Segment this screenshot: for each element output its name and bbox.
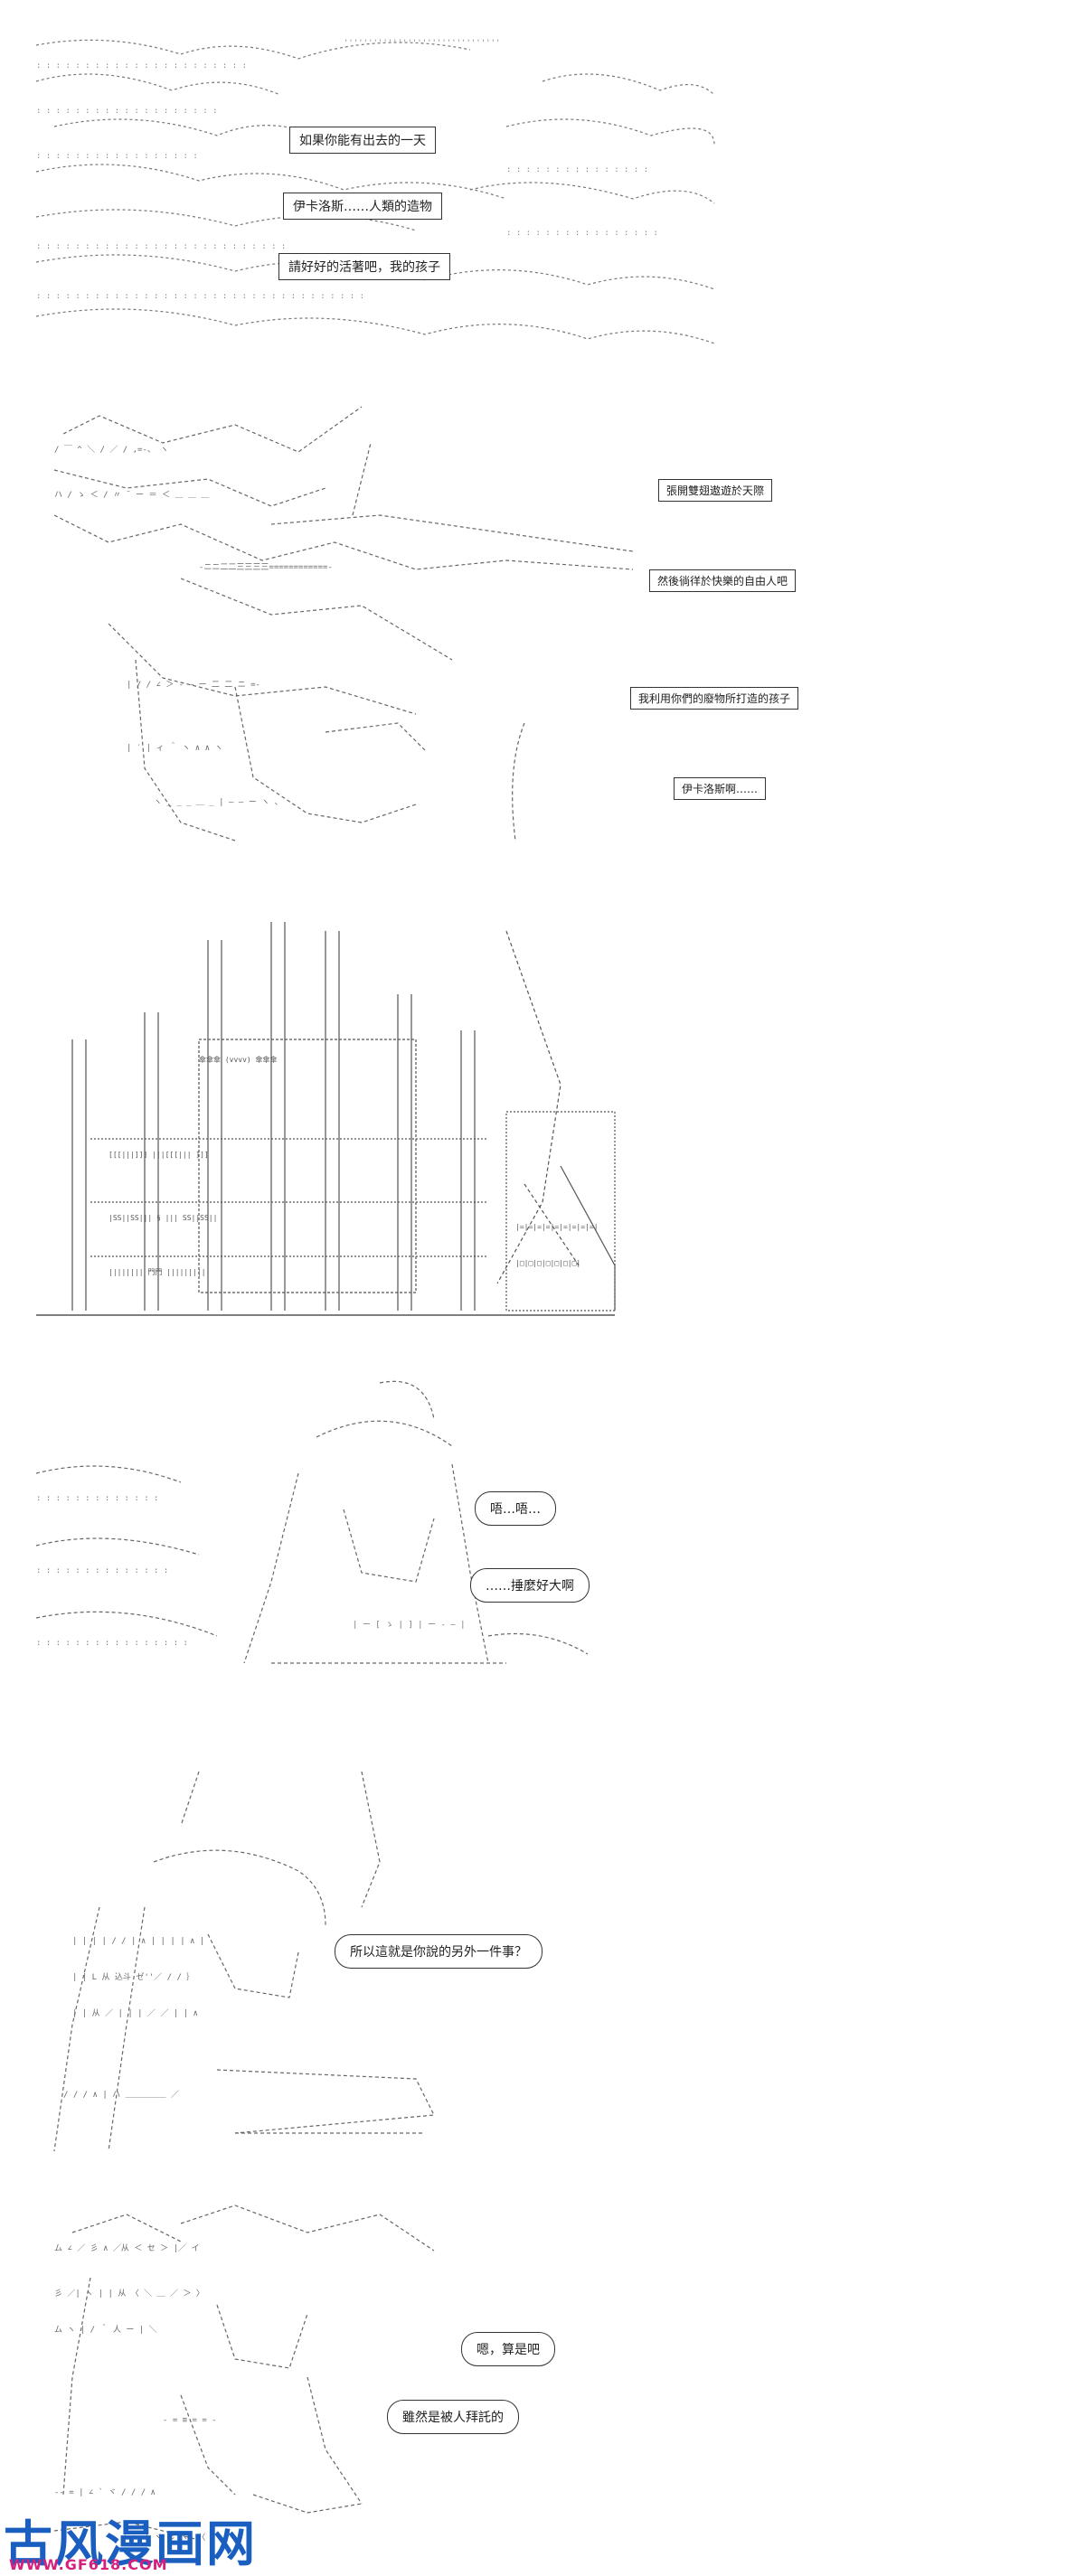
svg-text:|||||||| 門門 |||||||||: |||||||| 門門 ||||||||| [108,1268,206,1276]
caption-5: 然後徜徉於快樂的自由人吧 [649,569,797,592]
svg-text:傘傘傘 (vvvv) 傘傘傘: 傘傘傘 (vvvv) 傘傘傘 [199,1055,278,1064]
svg-text:-ニニ二二三三三三============-: -ニニ二二三三三三============- [199,563,333,572]
panel-2: / ￣ ^ ＼ / ／ / ,=-、 ヽ ハ / ゝ ＜ / 〃 ¨ ー ＝ ＜… [0,389,1085,877]
panel-5: | | | | / / | ∧ | | | | ∧ | | | L 从 込斗 ゼ… [0,1753,1085,2160]
svg-text:ム ∠ ／ 彡 ∧ ／从 ＜ セ ＞ |／ イ: ム ∠ ／ 彡 ∧ ／从 ＜ セ ＞ |／ イ [54,2243,199,2253]
cloud-art: : : : : : : : : : : : : : : : : : : : : … [35,39,715,344]
svg-text:: : : : : : : : : : : : : : :: : : : : : : : : : : : : : : : : : : : [36,107,217,116]
caption-4: 張開雙翅遨遊於天際 [658,479,773,502]
girl-art-2: | | | | / / | ∧ | | | | ∧ | | | L 从 込斗 ゼ… [53,1771,435,2152]
svg-text:| | | | / / | ∧ | | | | ∧ |: | | | | / / | ∧ | | | | ∧ | [72,1937,204,1946]
svg-text:彡 ／| ヽ | | 从 〈 ＼ ＿ ／ ＞ 〉: 彡 ／| ヽ | | 从 〈 ＼ ＿ ／ ＞ 〉 [54,2289,204,2299]
svg-text:| ′ | ィ ＾ ヽ ∧ ∧ ヽ: | ′ | ィ ＾ ヽ ∧ ∧ ヽ [127,741,222,753]
speech-bubble-5: 雖然是被人拜託的 [387,2400,519,2434]
svg-text:|SS||SS||| § ||| SS||SS||: |SS||SS||| § ||| SS||SS|| [108,1214,217,1222]
site-url: WWW.GF618.COM [9,2556,168,2573]
svg-text:: : : : : : : : : : : : :: : : : : : : : : : : : : : [36,1494,158,1503]
panel-3: 傘傘傘 (vvvv) 傘傘傘 [[[|||]]] |||[[[||| ]]] |… [0,904,1085,1329]
svg-text:| | L 从 込斗 ゼ''／ / / ｝: | | L 从 込斗 ゼ''／ / / ｝ [72,1971,194,1982]
svg-text:|□|□|□|□|□|□|□|: |□|□|□|□|□|□|□| [515,1259,580,1267]
speech-bubble-1: 唔…唔… [475,1491,556,1526]
svg-text:: : : : : : : : : : : : : : :: : : : : : : : : : : : : : : : [506,165,648,174]
caption-7: 伊卡洛斯啊…… [674,777,767,800]
svg-text:-- = | ∠ ` ヾ / / / ∧: -- = | ∠ ` ヾ / / / ∧ [54,2487,156,2497]
svg-text:ヽ ∠ ヽ | ヾ 彡 ヽ 〈〈: ヽ ∠ ヽ | ヾ 彡 ヽ 〈〈 [108,2533,205,2543]
girl-art-1: : : : : : : : : : : : : : : : : : : : : … [35,1380,589,1664]
svg-text:- = ≡ = = -: - = ≡ = = - [163,2416,217,2425]
svg-text:: : : : : : : : : : : : : : :: : : : : : : : : : : : : : : : : [506,229,658,238]
site-logo: 古风漫画网 [4,2515,257,2572]
svg-text:'''''''''''''''''''''''''''''': '''''''''''''''''''''''''''''''' [344,39,500,48]
winged-figure-art: / ￣ ^ ＼ / ／ / ,=-、 ヽ ハ / ゝ ＜ / 〃 ¨ ー ＝ ＜… [53,406,634,841]
svg-text:/ / / ∧ | ハ ＿＿＿＿＿ ／: / / / ∧ | ハ ＿＿＿＿＿ ／ [63,2090,179,2100]
svg-text:| ー [ ゝ | ] | ー - ― |: | ー [ ゝ | ] | ー - ― | [353,1621,466,1630]
svg-text:ヽ _ _ _ ＿ _ | ― ― ー ヽ 、: ヽ _ _ _ ＿ _ | ― ― ー ヽ 、 [154,798,283,807]
svg-text:| / / ∠ ＞ ‐ ― ー 二 二 ニ =-: | / / ∠ ＞ ‐ ― ー 二 二 ニ =- [127,681,260,690]
caption-1: 如果你能有出去的一天 [289,127,436,154]
speech-bubble-3: 所以這就是你說的另外一件事？ [335,1934,542,1969]
svg-text:|=|=|=|=|=|=|=|=|=|: |=|=|=|=|=|=|=|=|=| [515,1223,599,1231]
girl-art-3: ム ∠ ／ 彡 ∧ ／从 ＜ セ ＞ |／ イ 彡 ／| ヽ | | 从 〈 ＼… [53,2205,435,2543]
caption-3: 請好好的活著吧，我的孩子 [278,253,450,280]
svg-text:: : : : : : : : : : : : : : :: : : : : : : : : : : : : : : : : [36,1639,188,1648]
svg-text:: : : : : : : : : : : : : : :: : : : : : : : : : : : : : : : : : : : : … [36,292,364,301]
castle-art: 傘傘傘 (vvvv) 傘傘傘 [[[|||]]] |||[[[||| ]]] |… [36,922,616,1316]
svg-text:[[[|||]]] |||[[[||| ]]]: [[[|||]]] |||[[[||| ]]] [108,1151,209,1159]
panel-1: : : : : : : : : : : : : : : : : : : : : … [0,27,1085,371]
svg-text:: : : : : : : : : : : : : : :: : : : : : : : : : : : : : : : : : : : : … [36,242,286,251]
panel-6: ム ∠ ／ 彡 ∧ ／从 ＜ セ ＞ |／ イ 彡 ／| ヽ | | 从 〈 ＼… [0,2196,1085,2576]
panel-4: : : : : : : : : : : : : : : : : : : : : … [0,1365,1085,1708]
svg-text:ム ヽ | / ＾ 人 ー | ＼: ム ヽ | / ＾ 人 ー | ＼ [54,2323,157,2335]
speech-bubble-4: 嗯，算是吧 [461,2332,555,2366]
speech-bubble-2: ……捶麼好大啊 [470,1568,590,1603]
caption-2: 伊卡洛斯……人類的造物 [283,193,442,220]
svg-text:: : : : : : : : : : : : : : :: : : : : : : : : : : : : : : : : : : : : … [36,61,247,71]
svg-text:| | 从 ／ | | | ／ ／ | | ∧: | | 从 ／ | | | ／ ／ | | ∧ [72,2008,198,2018]
svg-text:: : : : : : : : : : : : : :: : : : : : : : : : : : : : : [36,1566,168,1575]
caption-6: 我利用你們的廢物所打造的孩子 [630,687,799,710]
svg-text:ハ / ゝ ＜ / 〃 ¨ ー ＝ ＜ ＿ ＿ ＿: ハ / ゝ ＜ / 〃 ¨ ー ＝ ＜ ＿ ＿ ＿ [54,491,209,500]
svg-text:/ ￣ ^ ＼ / ／ / ,=-、 ヽ: / ￣ ^ ＼ / ／ / ,=-、 ヽ [54,444,168,455]
svg-text:: : : : : : : : : : : : : : :: : : : : : : : : : : : : : : : : : [36,152,198,161]
